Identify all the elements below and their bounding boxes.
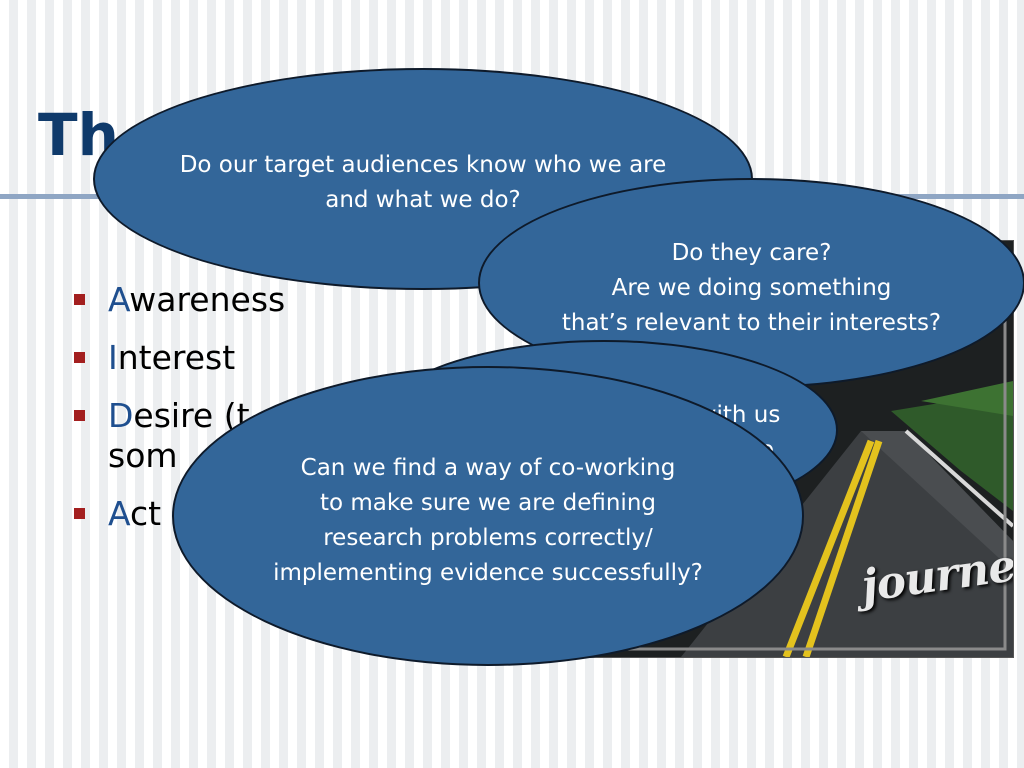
callout-text-line: Do our target audiences know who we are — [179, 152, 667, 178]
bullet-marker-icon — [74, 508, 85, 519]
bullet-initial: A — [108, 494, 130, 533]
callout-text-line: that’s relevant to their interests? — [561, 310, 942, 336]
bullet-text: nterest — [117, 338, 236, 377]
bullet-marker-icon — [74, 410, 85, 421]
aida-bullet-list: Awareness Interest Desire (t som Act — [70, 280, 490, 552]
bullet-text-line2: som — [108, 436, 178, 475]
callout-text-line: Can we find a way of co-working — [300, 455, 676, 481]
bullet-text: wareness — [129, 280, 286, 319]
bullet-initial: A — [108, 280, 130, 319]
callout-text-line: Are we doing something — [611, 275, 892, 301]
callout-action-question: Can we find a way of co-working to make … — [172, 366, 804, 666]
callout-text-line: Do they care? — [671, 240, 832, 266]
bullet-text: ct — [130, 494, 162, 533]
callout-text-line: to make sure we are defining — [320, 490, 656, 516]
bullet-initial: D — [108, 396, 134, 435]
bullet-action: Act — [70, 494, 490, 534]
callout-text-line: and what we do? — [325, 187, 521, 213]
callout-text-line: research problems correctly/ — [323, 525, 653, 551]
callout-text-line: implementing evidence successfully? — [273, 560, 703, 586]
bullet-initial: I — [108, 338, 118, 377]
bullet-marker-icon — [74, 294, 85, 305]
bullet-marker-icon — [74, 352, 85, 363]
bullet-awareness: Awareness — [70, 280, 490, 320]
bullet-interest: Interest — [70, 338, 490, 378]
